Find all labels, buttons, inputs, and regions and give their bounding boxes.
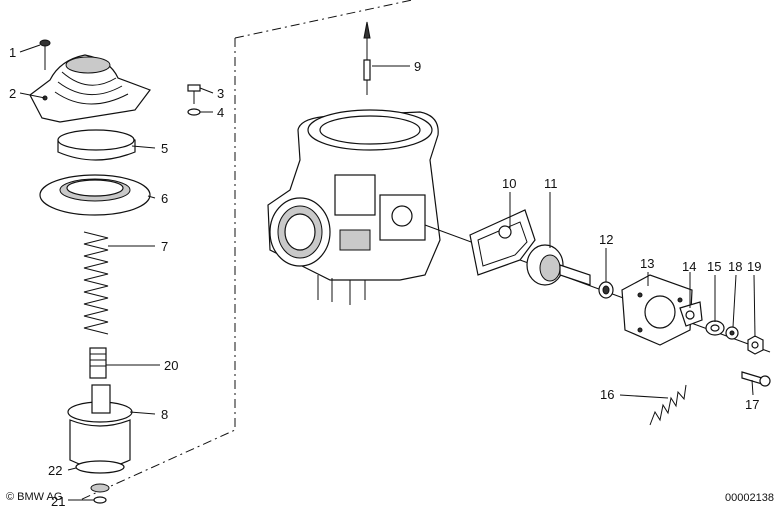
part-8-piston[interactable]: [67, 384, 133, 469]
part-13-cover[interactable]: [621, 274, 693, 346]
copyright-text: © BMW AG: [6, 491, 62, 503]
part-6-plate[interactable]: [39, 174, 151, 216]
callout-5[interactable]: 5: [161, 141, 168, 156]
part-17-screw[interactable]: [741, 371, 771, 387]
part-19-nut[interactable]: [747, 335, 764, 355]
callout-10[interactable]: 10: [502, 176, 516, 191]
callout-1[interactable]: 1: [9, 45, 16, 60]
callout-20[interactable]: 20: [164, 358, 178, 373]
callout-21[interactable]: 21: [51, 494, 65, 509]
part-15-washer[interactable]: [705, 320, 725, 336]
part-22-oring[interactable]: [75, 460, 125, 474]
part-12-washer[interactable]: [598, 281, 614, 299]
part-1-screw[interactable]: [39, 39, 51, 70]
callout-9[interactable]: 9: [414, 59, 421, 74]
part-18-washer[interactable]: [725, 326, 739, 340]
callout-22[interactable]: 22: [48, 463, 62, 478]
callout-2[interactable]: 2: [9, 86, 16, 101]
callout-14[interactable]: 14: [682, 259, 696, 274]
callout-17[interactable]: 17: [745, 397, 759, 412]
drawing-number: 00002138: [725, 492, 774, 504]
callout-13[interactable]: 13: [640, 256, 654, 271]
callout-7[interactable]: 7: [161, 239, 168, 254]
callout-labels: 1 2 3 4 5 6 7 8 9 10 11 12 13 14 15 16 1…: [9, 45, 761, 509]
part-10-gasket[interactable]: [469, 209, 536, 276]
part-3-screw[interactable]: [187, 84, 201, 104]
part-9-needle[interactable]: [363, 21, 371, 95]
part-4-washer[interactable]: [187, 108, 201, 116]
part-7-spring[interactable]: [83, 231, 109, 335]
part-5-ring[interactable]: [57, 129, 136, 161]
callout-16[interactable]: 16: [600, 387, 614, 402]
carburettor-body: [267, 109, 441, 305]
callout-8[interactable]: 8: [161, 407, 168, 422]
part-2-cover[interactable]: [29, 54, 151, 123]
part-16-spring[interactable]: [649, 384, 687, 426]
callout-19[interactable]: 19: [747, 259, 761, 274]
callout-6[interactable]: 6: [161, 191, 168, 206]
callout-12[interactable]: 12: [599, 232, 613, 247]
part-21-washer[interactable]: [90, 483, 110, 504]
leader-lines: [19, 44, 756, 501]
callout-15[interactable]: 15: [707, 259, 721, 274]
callout-18[interactable]: 18: [728, 259, 742, 274]
callout-3[interactable]: 3: [217, 86, 224, 101]
callout-11[interactable]: 11: [544, 176, 558, 191]
part-11-starter-disc[interactable]: [526, 244, 591, 286]
callout-4[interactable]: 4: [217, 105, 224, 120]
part-14-lever[interactable]: [679, 301, 703, 327]
assembly-boundary: [79, 0, 413, 501]
part-20-jet[interactable]: [89, 347, 107, 379]
